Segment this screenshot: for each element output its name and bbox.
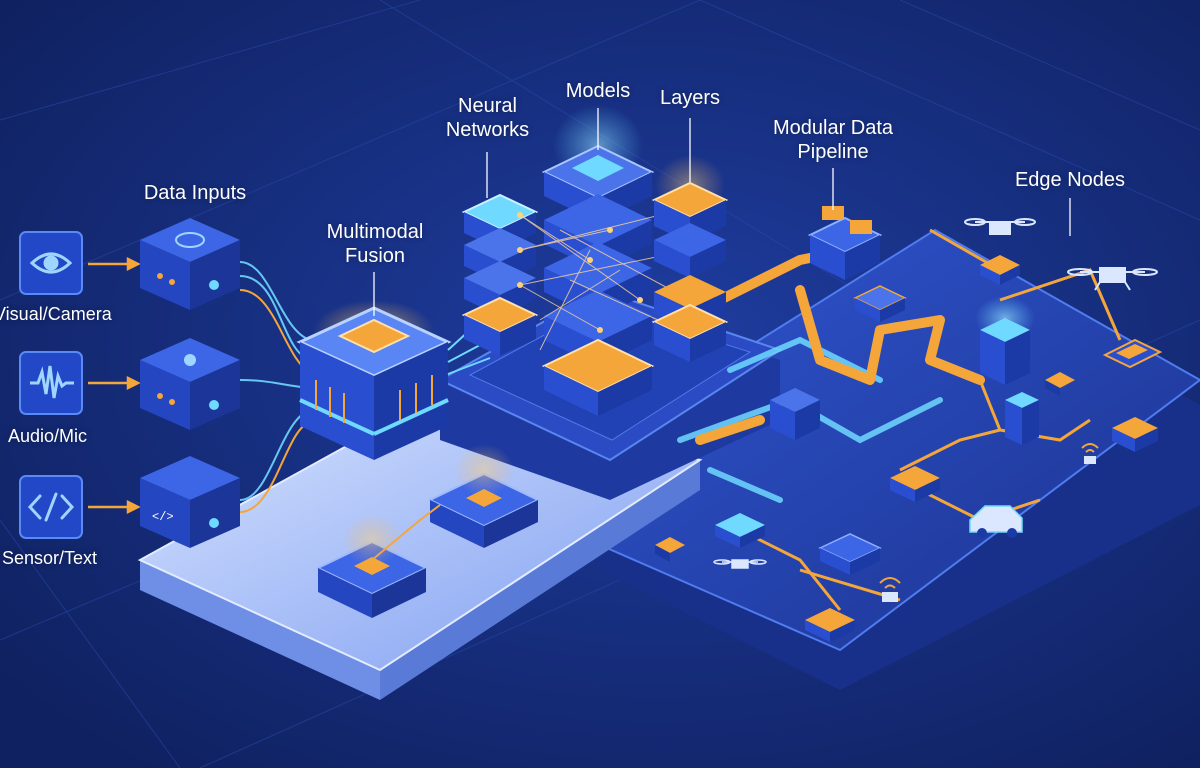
- edge-node: [980, 255, 1020, 285]
- waveform-icon: [30, 365, 74, 399]
- neural-networks-stack: [461, 193, 539, 356]
- data-inputs-heading: Data Inputs: [143, 182, 247, 204]
- visual-camera-label: Visual/Camera: [0, 304, 112, 324]
- wifi-node-icon: [1081, 443, 1099, 464]
- eye-icon: [29, 252, 73, 274]
- fusion-chip-2: [315, 514, 429, 618]
- sensor-text-icon-box: [19, 475, 83, 539]
- multimodal-fusion-cube: [296, 300, 452, 460]
- pipeline-router: [853, 285, 907, 322]
- label-leader-lines: [373, 108, 1071, 316]
- edge-server-rack: [975, 296, 1035, 385]
- neural-networks-label: Neural Networks: [445, 95, 530, 141]
- multimodal-fusion-label: Multimodal Fusion: [326, 221, 424, 267]
- data-pipes: [677, 336, 943, 503]
- audio-mic-label: Audio/Mic: [8, 426, 88, 446]
- fusion-chip-1: [427, 444, 541, 548]
- input-cube-audio: [140, 338, 240, 430]
- edge-node: [805, 608, 855, 642]
- edge-server-rack-2: [1005, 392, 1039, 445]
- edge-node: [1045, 372, 1075, 396]
- edge-node: [818, 533, 882, 575]
- neural-connections: [519, 209, 691, 351]
- drone-icon: [964, 218, 1036, 235]
- svg-text:</>: </>: [152, 510, 174, 524]
- drone-icon: [1067, 267, 1158, 291]
- pipeline-gateway: [770, 388, 820, 440]
- input-cube-visual: [140, 218, 240, 310]
- edge-node: [655, 537, 685, 562]
- sensor-text-label: Sensor/Text: [2, 548, 98, 568]
- pipeline-block: [807, 206, 883, 280]
- layers-stack: [651, 155, 729, 362]
- modular-data-pipeline-label: Modular Data Pipeline: [772, 117, 894, 163]
- code-icon: [27, 492, 75, 522]
- audio-mic-icon-box: [19, 351, 83, 415]
- input-cube-sensor: </>: [140, 456, 240, 548]
- models-stack: [541, 105, 655, 416]
- edge-node: [1112, 417, 1158, 452]
- visual-camera-icon-box: [19, 231, 83, 295]
- tablet-device-icon: [1102, 338, 1163, 369]
- edge-nodes-label: Edge Nodes: [1014, 169, 1126, 191]
- drone-icon: [713, 559, 767, 569]
- car-icon: [969, 505, 1023, 538]
- fusion-platform-side: [140, 560, 380, 700]
- layers-label: Layers: [659, 87, 721, 109]
- edge-node: [715, 513, 765, 548]
- models-label: Models: [565, 80, 631, 102]
- edge-node: [890, 466, 940, 502]
- wifi-node-icon: [879, 577, 901, 602]
- input-arrows: [88, 256, 141, 515]
